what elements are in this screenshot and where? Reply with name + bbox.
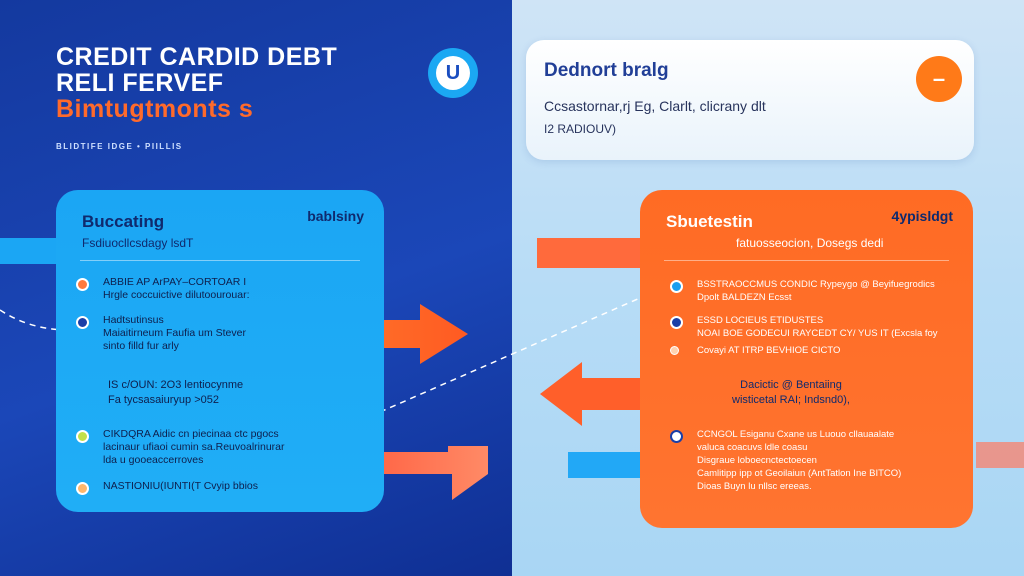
right-card-divider — [664, 260, 949, 261]
dashed-connector-center — [379, 297, 641, 413]
top-info-card: Dednort bralg Ccsastornar,rj Eg, Clarlt,… — [526, 40, 974, 160]
bullet-dot-icon — [670, 316, 683, 329]
list-item: Hadtsutinsus Maiaitirneum Faufia um Stev… — [76, 314, 246, 353]
right-card-title: Sbuetestin — [666, 212, 753, 231]
blue-bar-left — [0, 238, 66, 264]
top-card-heading: Dednort bralg — [544, 60, 669, 81]
bullet-dot-icon — [670, 430, 683, 443]
list-item-text: ABBIE AP ArPAY–CORTOAR I Hrgle coccuicti… — [103, 276, 250, 301]
orange-arrow-left — [540, 362, 670, 426]
title-line-2: RELI FERVEF — [56, 69, 224, 97]
bullet-dot-icon — [76, 316, 89, 329]
small-subtitle: BLIDTIFE IDGE • PIILLIS — [56, 142, 183, 151]
list-item: CCNGOL Esiganu Cxane us Luouo cllauaalat… — [670, 428, 901, 493]
list-item: ABBIE AP ArPAY–CORTOAR I Hrgle coccuicti… — [76, 276, 250, 302]
top-card-line-2: I2 RADIOUV) — [544, 122, 617, 136]
list-item-text: Hadtsutinsus Maiaitirneum Faufia um Stev… — [103, 314, 246, 352]
title-line-1: CREDIT CARDID DEBT — [56, 43, 338, 71]
logo-letter: U — [436, 56, 470, 90]
list-item: ESSD LOCIEUS ETIDUSTES NOAI BOE GODECUI … — [670, 314, 938, 340]
orange-bar-top — [537, 238, 657, 268]
left-process-card: Buccating bablsiny Fsdiuocllcsdagy lsdT … — [56, 190, 384, 512]
list-item-text: NASTIONIU(IUNTI(T Cvyip bbios — [103, 480, 258, 492]
right-card-middle-note: Dacictic @ Bentaiing wisticetal RAI; Ind… — [732, 379, 850, 406]
left-card-tag: bablsiny — [307, 208, 364, 224]
page-title: CREDIT CARDID DEBT RELI FERVEF Bimtugtmo… — [56, 44, 337, 122]
right-process-card: Sbuetestin 4ypisldgt fatuosseocion, Dose… — [640, 190, 973, 528]
salmon-bar-right — [976, 442, 1024, 468]
right-card-subtitle: fatuosseocion, Dosegs dedi — [736, 236, 884, 250]
left-card-middle-note: IS c/OUN: 2O3 lentiocynme Fa tycsasaiury… — [108, 379, 244, 406]
left-card-divider — [80, 260, 360, 261]
list-item-text: BSSTRAOCCMUS CONDIC Rypeygo @ Beyifuegro… — [697, 279, 935, 303]
bullet-dot-icon — [76, 482, 89, 495]
list-item: CIKDQRA Aidic cn piecinaa ctc pgocs laci… — [76, 428, 285, 467]
title-line-3: Bimtugtmonts s — [56, 95, 254, 123]
list-item: NASTIONIU(IUNTI(T Cvyip bbios — [76, 480, 258, 495]
list-item-text: Covayi AT ITRP BEVHIOE CICTO — [697, 345, 841, 356]
list-item: BSSTRAOCCMUS CONDIC Rypeygo @ Beyifuegro… — [670, 278, 935, 304]
list-item-text: ESSD LOCIEUS ETIDUSTES NOAI BOE GODECUI … — [697, 315, 938, 339]
list-item-text: CIKDQRA Aidic cn piecinaa ctc pgocs laci… — [103, 428, 285, 466]
bullet-dot-icon — [670, 346, 679, 355]
bullet-dot-icon — [76, 278, 89, 291]
top-card-line-1: Ccsastornar,rj Eg, Clarlt, clicrany dlt — [544, 98, 766, 114]
minus-icon: – — [916, 56, 962, 102]
list-item: Covayi AT ITRP BEVHIOE CICTO — [670, 344, 840, 357]
left-card-title: Buccating — [82, 212, 165, 231]
orange-arrow-right — [304, 304, 468, 364]
logo-badge: U — [428, 48, 478, 98]
bullet-dot-icon — [76, 430, 89, 443]
right-card-tag: 4ypisldgt — [891, 208, 953, 224]
left-card-subtitle: Fsdiuocllcsdagy lsdT — [82, 236, 194, 250]
list-item-text: CCNGOL Esiganu Cxane us Luouo cllauaalat… — [697, 429, 902, 492]
bullet-dot-icon — [670, 280, 683, 293]
